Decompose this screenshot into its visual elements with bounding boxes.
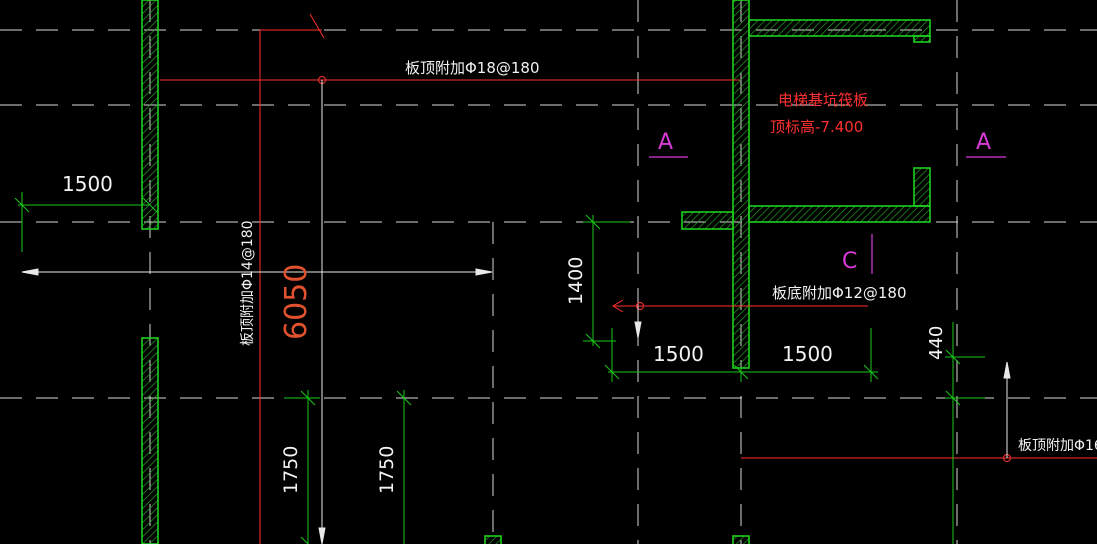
- arrow-down-322: [318, 527, 326, 544]
- wall-stub-bottom-2: [732, 535, 750, 544]
- label-top-rebar-18: 板顶附加Φ18@180: [405, 59, 540, 77]
- wall-center-vertical: [732, 0, 750, 369]
- dimension-440: 440: [926, 326, 947, 360]
- dim-1500x2-tick2: [733, 364, 749, 380]
- dim-1500x2-tick1: [604, 364, 620, 380]
- label-bottom-rebar-12: 板底附加Φ12@180: [772, 284, 907, 302]
- white-lines: [21, 80, 1011, 544]
- dim-1400-tick1: [585, 214, 601, 230]
- dimension-1500-left: 1500: [62, 172, 113, 196]
- wall-stub-bottom-1: [484, 535, 502, 544]
- arrow-up-1007: [1003, 361, 1011, 379]
- wall-pit-right-upper: [913, 35, 931, 43]
- dimension-1500-mid: 1500: [653, 342, 704, 366]
- wall-pit-right-lower: [913, 167, 931, 207]
- rebar-slash-top: [309, 13, 325, 39]
- label-pit-elevation: 顶标高-7.400: [770, 118, 863, 136]
- dim-1500-left-tick2: [142, 197, 158, 213]
- dimension-1750-b: 1750: [376, 446, 398, 494]
- wall-left-upper: [141, 0, 159, 230]
- text-layer: 板顶附加Φ18@180 电梯基坑筏板 顶标高-7.400 板底附加Φ12@180…: [62, 59, 1097, 494]
- wall-pit-bottom: [748, 205, 931, 223]
- label-vertical-rebar-14: 板顶附加Φ14@180: [240, 220, 256, 346]
- section-mark-a-left: A: [658, 130, 673, 155]
- arrow-right-6050: [475, 268, 493, 276]
- dim-1750a-tick2: [300, 536, 309, 544]
- walls: [141, 0, 931, 544]
- rebar-hook-bottom-12: [612, 299, 624, 313]
- arrow-down-638: [634, 321, 642, 339]
- dim-1500x2-tick3: [863, 364, 879, 380]
- wall-pit-top: [748, 19, 931, 37]
- arrow-left-6050: [21, 268, 39, 276]
- section-mark-lines: [649, 156, 1006, 274]
- wall-left-lower: [141, 337, 159, 544]
- dimension-1500-right: 1500: [782, 342, 833, 366]
- label-pit-title: 电梯基坑筏板: [778, 91, 868, 109]
- dim-1500-left-tick1: [14, 197, 30, 213]
- dim-440-tick1: [945, 349, 961, 365]
- dim-1750a-tick: [300, 390, 316, 406]
- rebar-point-bottom-12: [636, 302, 644, 310]
- dimension-1400: 1400: [565, 257, 587, 305]
- section-mark-c: C: [842, 249, 857, 274]
- dim-440-tick2: [945, 390, 961, 406]
- dim-1750b-tick: [396, 390, 412, 406]
- dimension-lines: [14, 192, 985, 544]
- label-top-rebar-16: 板顶附加Φ16@: [1018, 438, 1097, 454]
- rebar-lines: [160, 13, 1097, 544]
- dim-1400-tick2: [585, 333, 601, 349]
- wall-stub-left: [681, 211, 734, 230]
- dimension-6050: 6050: [279, 264, 314, 340]
- dimension-1750-a: 1750: [280, 446, 302, 494]
- section-mark-a-right: A: [976, 130, 991, 155]
